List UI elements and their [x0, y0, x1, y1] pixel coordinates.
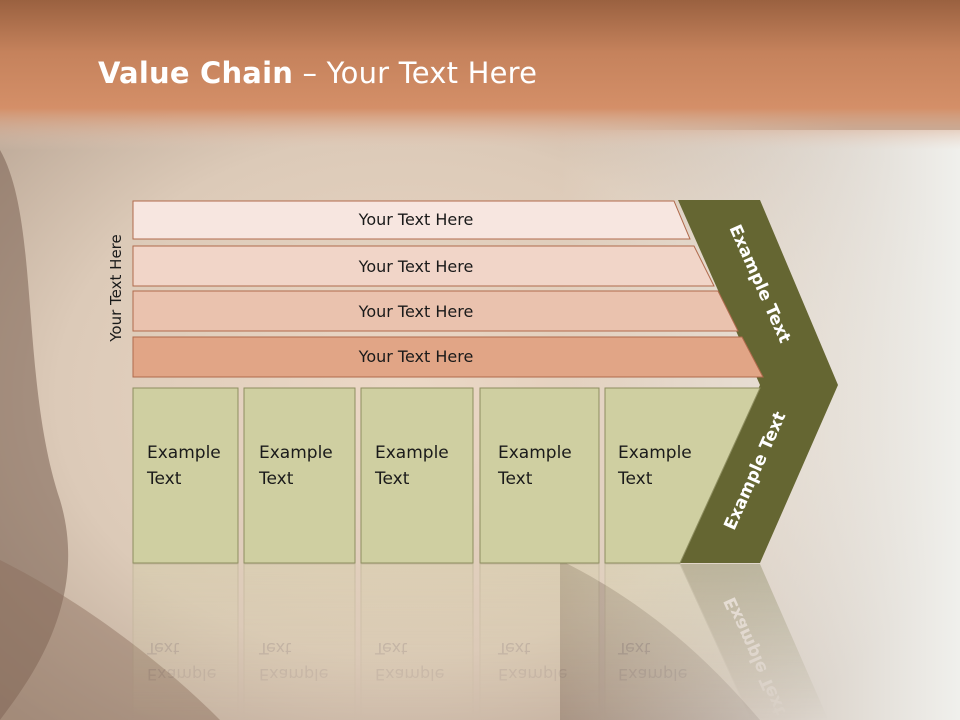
reflection-text: Example [375, 665, 444, 684]
reflection-text: Text [146, 639, 179, 658]
reflection-text: Example [147, 665, 216, 684]
example-box-2-line1: Example [259, 443, 333, 463]
row-4 [132, 336, 764, 378]
row-2 [132, 245, 715, 287]
reflection-box [132, 563, 239, 720]
example-box-3-line2: Text [374, 469, 410, 489]
row-1-label: Your Text Here [358, 210, 474, 229]
row-4-label: Your Text Here [358, 347, 474, 366]
example-box-1-line1: Example [147, 443, 221, 463]
chevron-arrow [678, 200, 838, 563]
example-box-4-line1: Example [498, 443, 572, 463]
example-box-1-line2: Text [146, 469, 182, 489]
reflection-text: Text [374, 639, 407, 658]
row-3-label: Your Text Here [358, 302, 474, 321]
reflection-box [604, 563, 752, 720]
example-box-2 [243, 387, 356, 564]
reflection-arrow [678, 564, 829, 720]
title-bold: Value Chain [98, 56, 294, 90]
reflection-box [243, 563, 356, 720]
example-box-4-line2: Text [497, 469, 533, 489]
reflection-text: Example [259, 665, 328, 684]
row-2-label: Your Text Here [358, 257, 474, 276]
reflection: Example Text Example Text Example Text E… [132, 563, 829, 720]
title-rest: – Your Text Here [293, 56, 538, 90]
reflection-text: Example [498, 665, 567, 684]
reflection-text: Text [617, 639, 650, 658]
example-box-1 [132, 387, 239, 564]
example-box-5 [604, 387, 761, 564]
row-3 [132, 290, 739, 332]
reflection-text: Example [618, 665, 687, 684]
reflection-box [360, 563, 474, 720]
example-box-4 [479, 387, 600, 564]
example-box-5-line1: Example [618, 443, 692, 463]
example-box-3 [360, 387, 474, 564]
reflection-text: Text [258, 639, 291, 658]
slide-title: Value Chain – Your Text Here [98, 56, 537, 90]
example-box-3-line1: Example [375, 443, 449, 463]
reflection-box [479, 563, 600, 720]
row-1 [132, 200, 691, 240]
example-box-5-line2: Text [617, 469, 653, 489]
reflection-text: Text [497, 639, 530, 658]
example-box-2-line2: Text [258, 469, 294, 489]
